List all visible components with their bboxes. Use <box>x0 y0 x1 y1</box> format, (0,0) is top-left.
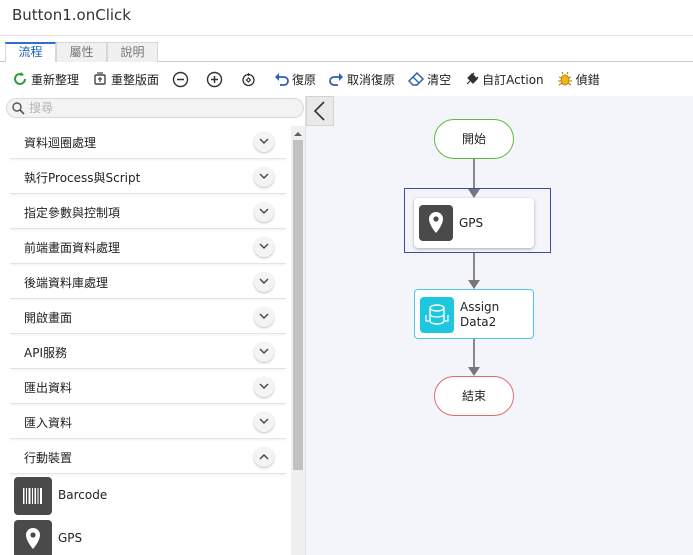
tab-flow[interactable]: 流程 <box>5 42 56 62</box>
custom-action-button[interactable]: 自訂Action <box>464 71 544 88</box>
sidebar-scrollbar[interactable] <box>291 126 305 555</box>
category-item[interactable]: 前端畫面資料處理 <box>10 229 286 264</box>
undo-label: 復原 <box>292 72 317 87</box>
category-item[interactable]: API服務 <box>10 334 286 369</box>
chevron-left-icon <box>313 101 325 121</box>
scrollbar-thumb[interactable] <box>293 140 303 470</box>
category-label: API服務 <box>24 346 67 360</box>
category-label: 資料迴圈處理 <box>24 136 97 150</box>
edge-start-gps <box>473 159 475 191</box>
category-item[interactable]: 指定參數與控制項 <box>10 194 286 229</box>
tab-bar: 流程 屬性 說明 <box>0 42 693 62</box>
search-box <box>6 98 304 118</box>
category-item-mobile[interactable]: 行動裝置 <box>10 439 286 474</box>
assign-node-line1: Assign <box>460 300 500 314</box>
search-input[interactable] <box>29 100 289 116</box>
category-label: 開啟畫面 <box>24 311 73 325</box>
arrow-icon <box>468 189 480 198</box>
clear-button[interactable]: 清空 <box>408 71 451 88</box>
category-item[interactable]: 執行Process與Script <box>10 159 286 194</box>
tab-properties[interactable]: 屬性 <box>56 42 107 62</box>
reorganize-button[interactable]: 重新整理 <box>12 71 79 88</box>
chevron-down-icon[interactable] <box>254 167 274 187</box>
chevron-down-icon[interactable] <box>254 202 274 222</box>
scroll-up-arrow-icon[interactable] <box>291 126 305 140</box>
category-label: 行動裝置 <box>24 451 73 465</box>
database-assign-icon <box>420 297 454 333</box>
search-icon <box>12 102 25 115</box>
fit-view-button[interactable] <box>240 71 260 88</box>
assign-node-line2: Data2 <box>460 315 497 329</box>
reset-layout-label: 重整版面 <box>111 72 160 87</box>
category-item[interactable]: 開啟畫面 <box>10 299 286 334</box>
gps-node-label: GPS <box>459 216 484 230</box>
category-label: 後端資料庫處理 <box>24 276 109 290</box>
collapse-sidebar-button[interactable] <box>306 96 334 126</box>
location-pin-icon <box>14 520 52 555</box>
action-barcode[interactable]: Barcode <box>10 474 286 517</box>
reset-layout-button[interactable]: 重整版面 <box>92 71 159 88</box>
zoom-in-icon <box>206 71 223 87</box>
category-label: 執行Process與Script <box>24 171 141 185</box>
zoom-out-button[interactable] <box>172 71 192 88</box>
action-label: Barcode <box>58 488 108 502</box>
start-node[interactable]: 開始 <box>434 119 514 159</box>
fit-view-icon <box>242 72 255 86</box>
plug-icon <box>466 71 479 84</box>
tab-description[interactable]: 說明 <box>107 42 158 62</box>
assign-node-label: Assign Data2 <box>460 300 499 330</box>
custom-action-label: 自訂Action <box>482 72 544 87</box>
barcode-icon <box>14 477 52 515</box>
chevron-down-icon[interactable] <box>254 342 274 362</box>
edge-assign-end <box>473 339 475 367</box>
debug-label: 偵錯 <box>575 72 600 87</box>
bug-icon <box>557 71 572 86</box>
category-label: 前端畫面資料處理 <box>24 241 121 255</box>
window-title: Button1.onClick <box>12 6 131 24</box>
debug-button[interactable]: 偵錯 <box>557 71 600 88</box>
arrow-icon <box>468 280 480 289</box>
category-item[interactable]: 資料迴圈處理 <box>10 124 286 159</box>
category-label: 指定參數與控制項 <box>24 206 121 220</box>
edge-gps-assign <box>473 253 475 281</box>
eraser-icon <box>408 72 425 86</box>
end-node[interactable]: 結束 <box>434 376 514 416</box>
redo-label: 取消復原 <box>347 72 396 87</box>
chevron-down-icon[interactable] <box>254 132 274 152</box>
category-item[interactable]: 後端資料庫處理 <box>10 264 286 299</box>
refresh-icon <box>14 72 26 85</box>
assign-node[interactable]: Assign Data2 <box>414 289 534 339</box>
category-label: 匯出資料 <box>24 381 73 395</box>
category-item[interactable]: 匯出資料 <box>10 369 286 404</box>
category-list: 資料迴圈處理 執行Process與Script 指定參數與控制項 前端畫面資料處… <box>10 124 286 555</box>
zoom-in-button[interactable] <box>206 71 226 88</box>
gps-node[interactable]: GPS <box>414 198 534 248</box>
arrow-icon <box>468 367 480 376</box>
toolbar: 重新整理 重整版面 復原 <box>0 62 693 96</box>
undo-icon <box>275 73 289 86</box>
category-item[interactable]: 匯入資料 <box>10 404 286 439</box>
redo-button[interactable]: 取消復原 <box>329 71 395 88</box>
clear-label: 清空 <box>427 72 452 87</box>
action-gps[interactable]: GPS <box>10 517 286 555</box>
layout-icon <box>94 72 106 85</box>
reorganize-label: 重新整理 <box>31 72 80 87</box>
chevron-down-icon[interactable] <box>254 272 274 292</box>
selection-box <box>404 188 551 253</box>
chevron-down-icon[interactable] <box>254 307 274 327</box>
location-pin-icon <box>419 205 453 241</box>
title-bar: Button1.onClick <box>0 0 693 36</box>
chevron-down-icon[interactable] <box>254 377 274 397</box>
action-label: GPS <box>58 531 83 545</box>
chevron-up-icon[interactable] <box>254 447 274 467</box>
flow-canvas[interactable]: 開始 GPS Assign Data2 結束 <box>305 96 693 555</box>
redo-icon <box>329 73 344 86</box>
undo-button[interactable]: 復原 <box>274 71 316 88</box>
chevron-down-icon[interactable] <box>254 237 274 257</box>
zoom-out-icon <box>172 71 189 87</box>
chevron-down-icon[interactable] <box>254 412 274 432</box>
action-sidebar: 資料迴圈處理 執行Process與Script 指定參數與控制項 前端畫面資料處… <box>0 96 305 555</box>
category-label: 匯入資料 <box>24 416 73 430</box>
